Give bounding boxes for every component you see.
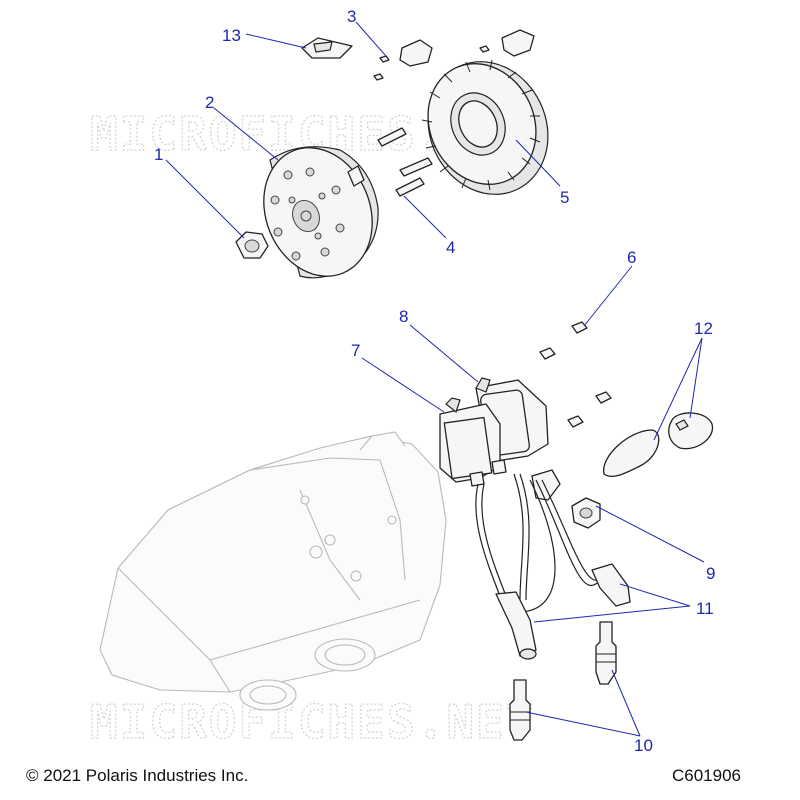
copyright-text: © 2021 Polaris Industries Inc. — [26, 766, 248, 785]
watermark-bottom: MICROFICHES.NET — [90, 695, 535, 749]
flywheel-part — [263, 146, 379, 279]
callout-5: 5 — [560, 188, 569, 207]
clamps-part-12 — [603, 412, 714, 478]
screws-part-3 — [373, 29, 535, 81]
callout-8: 8 — [399, 307, 408, 326]
clip-part-9 — [531, 469, 601, 529]
bracket-part — [301, 37, 353, 59]
flywheel-nut-part — [235, 231, 269, 259]
callout-7: 7 — [351, 341, 360, 360]
spark-plugs-part-10 — [509, 621, 617, 741]
spark-plug-caps-part-11 — [495, 563, 631, 660]
leader-lines — [165, 21, 705, 737]
callout-3: 3 — [347, 7, 356, 26]
stator-part — [421, 59, 549, 195]
callout-1: 1 — [154, 145, 163, 164]
callout-10: 10 — [634, 736, 653, 755]
bolts-part-4 — [377, 127, 433, 197]
callout-13: 13 — [222, 26, 241, 45]
callout-12: 12 — [694, 319, 713, 338]
callouts: 1 2 3 4 5 6 7 8 9 10 11 12 13 — [154, 7, 715, 755]
screws-part-6 — [539, 321, 612, 428]
callout-11: 11 — [696, 599, 714, 618]
callout-6: 6 — [627, 248, 636, 267]
callout-4: 4 — [446, 238, 455, 257]
drawing-number: C601906 — [672, 766, 741, 785]
callout-2: 2 — [205, 93, 214, 112]
callout-9: 9 — [706, 564, 715, 583]
ignition-coil-part-7 — [439, 397, 507, 487]
engine-housing-ghost — [99, 431, 447, 711]
